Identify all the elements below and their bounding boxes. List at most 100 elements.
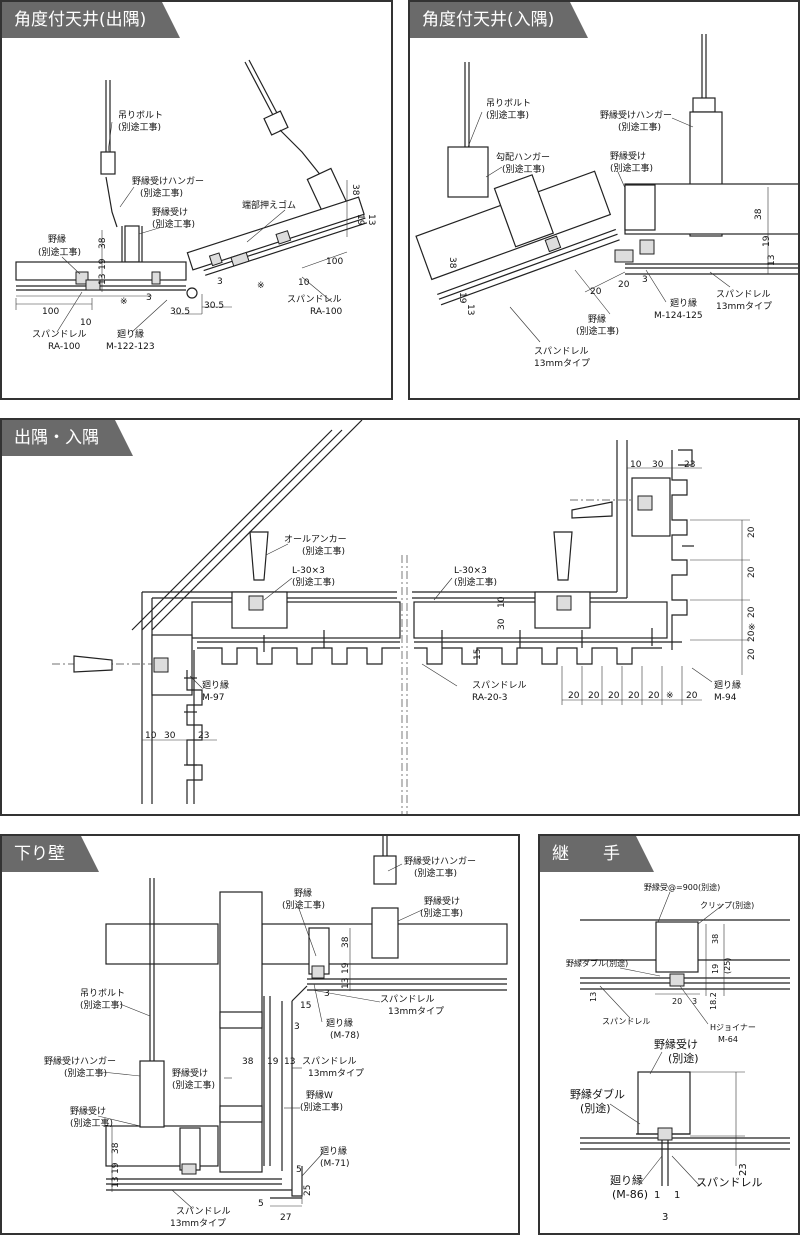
p1-spandrel-left-label: スパンドレル [32,329,86,340]
svg-text:13mmタイプ: 13mmタイプ [308,1068,364,1079]
panel-angled-ceiling-inner: 角度付天井(入隅) [408,0,800,400]
anchor-icon-4 [73,655,113,673]
panel-joint: 継 手 野縁受@=900(別途) [538,834,800,1235]
svg-text:3: 3 [146,293,152,303]
svg-text:13: 13 [98,274,108,285]
svg-text:19: 19 [762,235,772,247]
svg-text:(別途工事): (別途工事) [140,187,183,199]
svg-text:19: 19 [267,1057,279,1067]
drawing-angled-inner: 吊りボルト (別途工事) 勾配ハンガー (別途工事) 野縁受けハンガー (別途工… [415,34,798,369]
svg-text:38: 38 [98,237,108,249]
svg-text:(別途): (別途) [668,1051,699,1065]
svg-text:(25): (25) [723,958,732,974]
panel-title-drop-wall: 下り壁 [2,836,99,872]
p2-bolt-label: 吊りボルト [486,98,531,109]
p4-mawaribuchi-bottom-label: 廻り縁 [320,1145,347,1157]
svg-text:13: 13 [767,255,777,266]
drawing-angled-outer: 吊りボルト (別途工事) 野縁受けハンガー (別途工事) 野縁受け (別途工事)… [15,59,376,352]
svg-text:20: 20 [588,691,600,701]
svg-text:RA-20-3: RA-20-3 [472,693,508,703]
svg-text:23: 23 [198,731,209,741]
svg-text:13: 13 [465,304,475,315]
svg-text:30: 30 [164,731,176,741]
p1-bolt-label: 吊りボルト [118,110,163,121]
svg-text:13mmタイプ: 13mmタイプ [534,358,590,369]
svg-text:38: 38 [350,184,360,196]
svg-text:13: 13 [341,978,351,989]
p1-nobuchiuke-label: 野縁受け [152,206,188,218]
p2-nobuchi-label: 野縁 [588,313,606,325]
svg-text:(別途工事): (別途工事) [152,218,195,230]
svg-text:10: 10 [630,460,642,470]
svg-text:(別途工事): (別途工事) [610,162,653,174]
svg-text:(別途工事): (別途工事) [454,576,497,588]
screw-icons [184,545,694,766]
svg-text:15: 15 [300,1001,311,1011]
svg-text:20: 20 [747,648,757,660]
panel-title-joint: 継 手 [540,836,654,872]
nut-icon [100,151,116,175]
svg-text:30.5: 30.5 [170,307,190,317]
svg-text:(別途工事): (別途工事) [64,1067,107,1079]
svg-text:(別途工事): (別途工事) [576,325,619,337]
svg-text:1: 1 [674,1190,680,1201]
p4-nobuchi-label: 野縁 [294,887,312,899]
p4-nobuchiuke-top-label: 野縁受け [424,895,460,907]
svg-text:3: 3 [662,1212,668,1223]
p1-rubber-label: 端部押えゴム [242,199,296,211]
svg-text:19: 19 [355,214,365,226]
p5-mawaribuchi-label: 廻り縁 [610,1173,643,1187]
panel-angled-ceiling-outer: 角度付天井(出隅) [0,0,393,400]
p4-nobuchiuke-left-label: 野縁受け [70,1105,106,1117]
svg-text:(別途工事): (別途工事) [118,121,161,133]
p4-nobuchiuke-mid-label: 野縁受け [172,1067,208,1079]
svg-text:20: 20 [568,691,580,701]
p5-clip-label: クリップ(別途) [700,900,754,910]
p3-angle-center-label: L-30×3 [454,566,487,576]
svg-text:5: 5 [258,1199,264,1209]
p2-kobai-label: 勾配ハンガー [496,151,550,163]
p5-spandrel2-label: スパンドレル [696,1176,763,1189]
p3-anchor-label: オールアンカー [284,534,347,545]
svg-text:13mmタイプ: 13mmタイプ [716,301,772,312]
svg-text:20: 20 [747,630,757,642]
svg-text:(M-78): (M-78) [330,1031,360,1041]
p1-spandrel-right-label: スパンドレル [287,294,341,305]
drawing-drop-wall: 野縁受けハンガー (別途工事) 野縁 (別途工事) 野縁受け (別途工事) 吊り… [44,836,508,1229]
svg-text:18.2: 18.2 [709,992,718,1010]
svg-text:20: 20 [608,691,620,701]
drawing-corner: オールアンカー (別途工事) L-30×3 (別途工事) L-30×3 (別途工… [52,420,757,814]
p2-nobuchiuke-label: 野縁受け [610,150,646,162]
svg-text:3: 3 [642,275,648,285]
svg-text:20: 20 [672,997,682,1006]
p4-spandrel-top-label: スパンドレル [380,994,434,1005]
svg-text:3: 3 [294,1022,300,1032]
svg-text:23: 23 [738,1163,749,1176]
p1-mawaribuchi-label: 廻り縁 [117,328,144,340]
p4-mawaribuchi-top-label: 廻り縁 [326,1017,353,1029]
p5-double2-label: 野縁ダブル [570,1087,625,1101]
svg-text:20: 20 [747,606,757,618]
p4-spandrel-bottom-label: スパンドレル [176,1206,230,1217]
svg-text:10: 10 [145,731,157,741]
svg-text:(別途工事): (別途工事) [486,109,529,121]
svg-text:20: 20 [747,526,757,538]
svg-text:(別途工事): (別途工事) [80,999,123,1011]
svg-text:(別途工事): (別途工事) [282,899,325,911]
h-joiner-icon [669,973,685,987]
svg-text:(別途): (別途) [580,1101,611,1115]
p4-hanger-top-label: 野縁受けハンガー [404,855,476,867]
svg-text:20: 20 [686,691,698,701]
p2-hanger-label: 野縁受けハンガー [600,109,672,121]
svg-text:10: 10 [80,318,92,328]
svg-text:(別途工事): (別途工事) [38,246,81,258]
p2-spandrel-right-label: スパンドレル [716,289,770,300]
channel-icon [124,225,140,263]
svg-text:M-97: M-97 [202,693,224,703]
svg-text:※: ※ [120,297,128,307]
svg-text:100: 100 [42,307,59,317]
svg-text:38: 38 [447,257,457,269]
p4-spandrel-mid-label: スパンドレル [302,1056,356,1067]
p1-hanger-label: 野縁受けハンガー [132,175,204,187]
p5-nobuchiuke2-label: 野縁受け [654,1037,698,1051]
